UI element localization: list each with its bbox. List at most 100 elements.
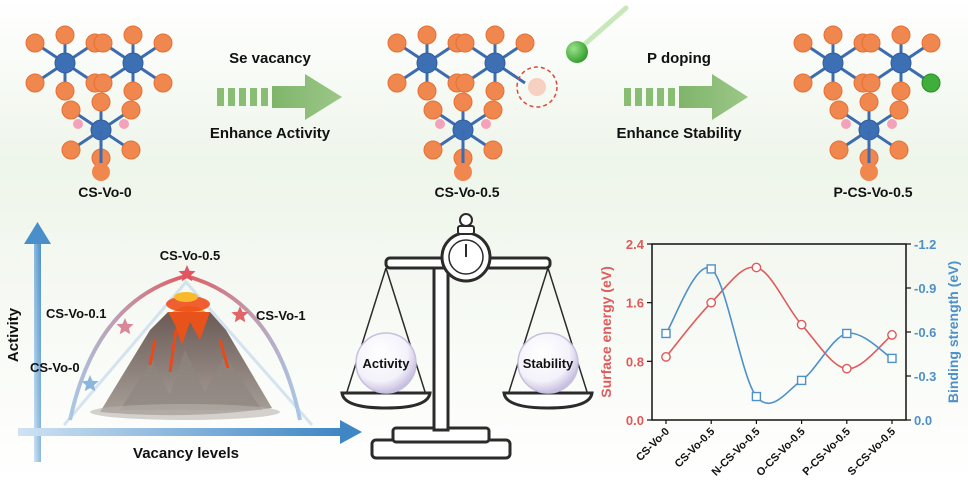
se-atom xyxy=(121,140,141,160)
vacancy-axis xyxy=(18,428,342,436)
series-1-point xyxy=(706,264,716,274)
metal-atom xyxy=(822,52,844,74)
series-0-point xyxy=(841,363,852,374)
y-left-tick-label: 0.0 xyxy=(626,413,644,428)
y-right-tick-label: -1.2 xyxy=(914,237,936,252)
y-left-tick-label: 2.4 xyxy=(626,237,645,252)
step1-bottom-label: Enhance Activity xyxy=(210,125,331,142)
se-atom xyxy=(417,25,437,45)
se-atom xyxy=(829,100,849,120)
se-atom xyxy=(25,73,45,93)
se-atom xyxy=(793,73,813,93)
se-atom xyxy=(92,163,110,181)
y-right-tick-label: -0.9 xyxy=(914,281,936,296)
activity-axis-label: Activity xyxy=(5,307,22,362)
se-atom xyxy=(93,33,113,53)
activity-axis xyxy=(34,240,41,462)
metal-atom xyxy=(54,52,76,74)
series-0-point xyxy=(661,352,671,362)
y-left-tick-label: 1.6 xyxy=(626,296,644,311)
x-tick-label: S-CS-Vo-0.5 xyxy=(846,426,898,478)
volcano-star-0 xyxy=(81,375,99,392)
stability-bubble xyxy=(517,332,579,394)
series-line-1 xyxy=(665,267,893,404)
se-atom xyxy=(859,92,879,112)
se-atom xyxy=(823,81,843,101)
se-atom xyxy=(453,92,473,112)
vacancy-site xyxy=(516,5,629,108)
se-atom xyxy=(55,81,75,101)
volcano-illustration xyxy=(90,292,280,420)
se-atom xyxy=(153,73,173,93)
o-atom xyxy=(73,119,83,129)
arrow-p-doping xyxy=(624,74,748,120)
metal-atom xyxy=(122,52,144,74)
se-atom xyxy=(515,33,535,53)
volcano-star-2 xyxy=(178,265,196,282)
volcano-panel: Activity Vacancy levels CS-Vo-0 CS-Vo-0.1… xyxy=(5,222,362,462)
se-atom xyxy=(91,92,111,112)
metal-atom xyxy=(416,52,438,74)
balance-scale: Activity Stability xyxy=(340,213,594,460)
series-1-point xyxy=(751,391,762,402)
se-atom xyxy=(25,33,45,53)
se-atom xyxy=(455,73,475,93)
series-1-point xyxy=(796,375,807,386)
series-0-point xyxy=(751,262,762,273)
structure-p-cs-vo-0.5 xyxy=(793,25,941,181)
volcano-star-1 xyxy=(116,318,134,335)
volcano-point-label-1: CS-Vo-0.1 xyxy=(46,306,106,321)
se-atom xyxy=(483,140,503,160)
se-atom xyxy=(61,100,81,120)
plot-frame xyxy=(651,243,907,421)
o-atom xyxy=(119,119,129,129)
structure-cs-vo-0.5 xyxy=(387,25,535,181)
se-atom xyxy=(891,25,911,45)
y-right-tick-label: -0.3 xyxy=(914,369,936,384)
y-right-tick-label: -0.6 xyxy=(914,325,936,340)
se-atom xyxy=(55,25,75,45)
o-atom xyxy=(481,119,491,129)
se-atom xyxy=(483,100,503,120)
series-0-point xyxy=(706,297,717,308)
se-atom xyxy=(485,81,505,101)
se-atom xyxy=(455,33,475,53)
step2-bottom-label: Enhance Stability xyxy=(616,125,742,142)
y-left-tick-label: 0.8 xyxy=(626,354,644,369)
o-atom xyxy=(435,119,445,129)
se-atom xyxy=(123,25,143,45)
step1-top-label: Se vacancy xyxy=(229,50,311,67)
volcano-point-label-3: CS-Vo-1 xyxy=(256,308,306,323)
stability-bubble-label: Stability xyxy=(523,356,574,371)
x-tick-label: CS-Vo-0.5 xyxy=(673,426,718,471)
x-tick-label: O-CS-Vo-0.5 xyxy=(754,426,807,479)
se-atom xyxy=(793,33,813,53)
volcano-point-label-0: CS-Vo-0 xyxy=(30,360,80,375)
se-atom xyxy=(123,81,143,101)
se-atom xyxy=(860,163,878,181)
se-atom xyxy=(61,140,81,160)
se-atom xyxy=(93,73,113,93)
struct-label-3: P-CS-Vo-0.5 xyxy=(833,184,912,200)
y-axis-right-label: Binding strength (eV) xyxy=(945,261,961,403)
activity-bubble-label: Activity xyxy=(363,356,411,371)
struct-label-1: CS-Vo-0 xyxy=(78,184,132,200)
vacancy-axis-label: Vacancy levels xyxy=(133,445,239,462)
o-atom xyxy=(887,119,897,129)
volcano-star-3 xyxy=(231,306,249,323)
metal-atom xyxy=(890,52,912,74)
se-atom xyxy=(423,140,443,160)
p-dopant-atom xyxy=(921,73,941,93)
se-atom xyxy=(829,140,849,160)
volcano-point-label-2: CS-Vo-0.5 xyxy=(160,248,220,263)
arrow-se-vacancy xyxy=(217,74,342,120)
se-atom xyxy=(861,33,881,53)
series-line-0 xyxy=(665,266,893,370)
series-1-point xyxy=(661,328,671,339)
y-axis-left-label: Surface energy (eV) xyxy=(598,266,614,398)
se-atom xyxy=(417,81,437,101)
series-0-point xyxy=(887,330,897,340)
se-atom xyxy=(823,25,843,45)
